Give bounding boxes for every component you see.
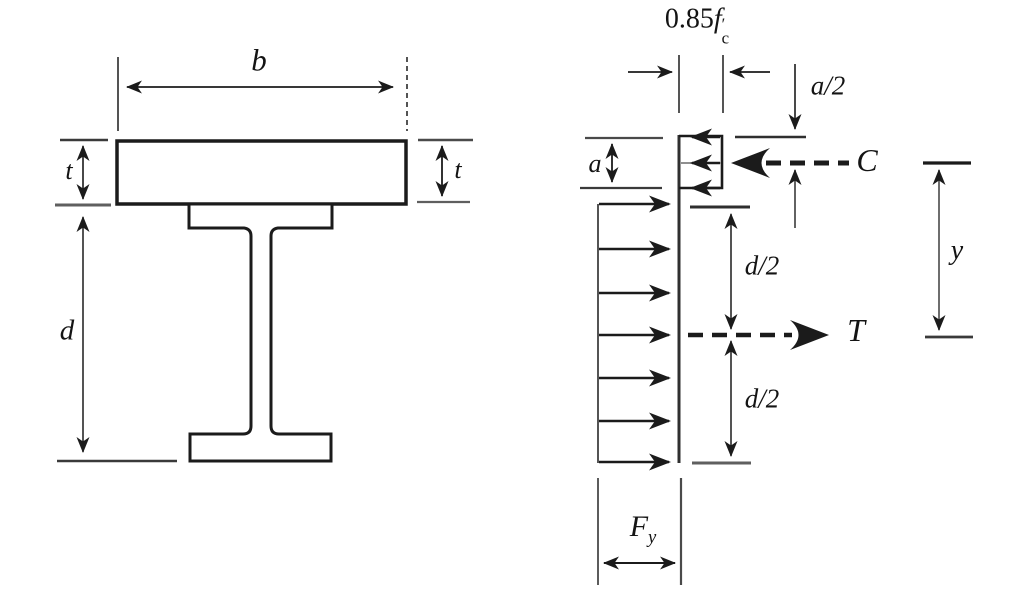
label-tension-force-t: T — [847, 312, 865, 348]
tension-stress-arrows — [599, 195, 671, 471]
dimension-concrete-stress-width — [628, 55, 770, 113]
dimension-fy — [597, 478, 683, 585]
concrete-stress-prefix: 0.85 — [664, 3, 714, 35]
label-slab-thickness-t-right: t — [454, 155, 462, 184]
compression-stress-block — [679, 128, 724, 197]
label-steel-stress-fy: Fy — [629, 510, 657, 547]
label-moment-arm-y: y — [950, 235, 964, 266]
dimension-a-half — [735, 64, 806, 228]
label-a-half: a/2 — [810, 70, 846, 101]
tension-force-arrow — [688, 320, 829, 350]
compression-force-arrow — [731, 148, 849, 178]
label-steel-depth-d: d — [59, 314, 75, 347]
dimension-d-half-upper — [690, 205, 750, 330]
label-d-half-upper: d/2 — [744, 250, 780, 281]
label-concrete-stress-085fc: 0.85f′c — [664, 3, 730, 48]
concrete-stress-sub: c — [721, 28, 730, 48]
label-compression-force-c: C — [856, 142, 878, 178]
steel-stress-symbol: F — [629, 510, 649, 543]
steel-stress-sub: y — [648, 527, 657, 548]
dimension-t-left — [55, 138, 111, 207]
dimension-d-half-lower — [692, 340, 751, 465]
label-d-half-lower: d/2 — [744, 383, 780, 414]
concrete-stress-symbol: f — [713, 3, 722, 35]
concrete-slab-outline — [115, 139, 408, 206]
dimension-y — [923, 161, 973, 339]
label-block-depth-a: a — [588, 149, 602, 178]
dimension-b — [117, 57, 408, 131]
label-slab-width-b: b — [251, 42, 267, 78]
dimension-t-right — [417, 138, 473, 204]
steel-i-beam-outline — [187, 202, 334, 463]
concrete-stress-prime: ′ — [721, 14, 726, 34]
dimension-a — [580, 136, 663, 190]
dimension-d — [57, 216, 177, 463]
label-slab-thickness-t-left: t — [65, 156, 73, 185]
